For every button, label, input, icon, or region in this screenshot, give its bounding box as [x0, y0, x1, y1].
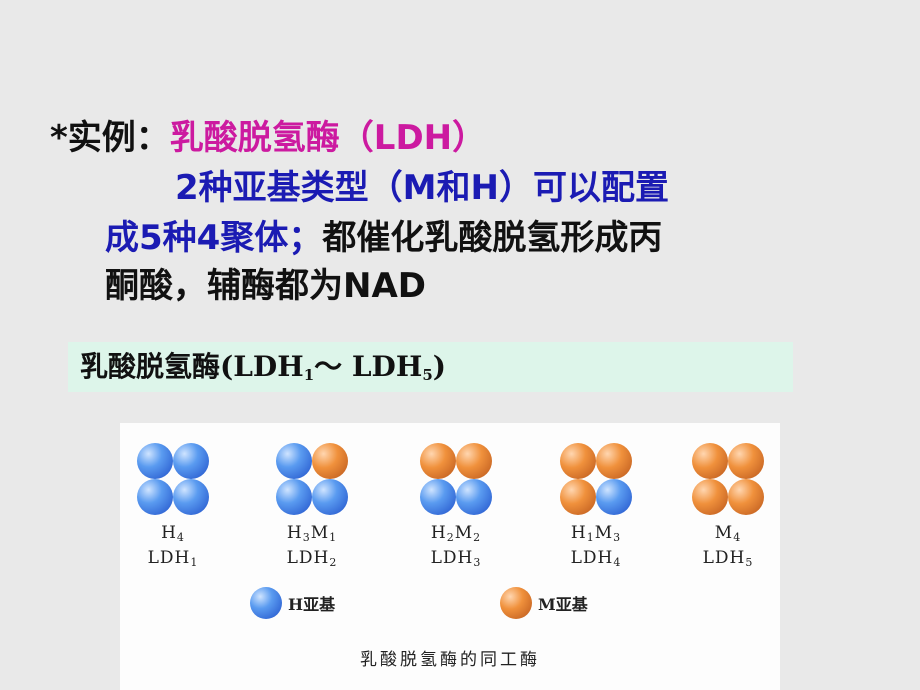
enzyme-name: 乳酸脱氢酶（LDH） — [169, 118, 487, 158]
isozyme-figure: H4 LDH1 H3M1 LDH2 H2M2 LDH3 — [120, 423, 780, 690]
label-ldh: LDH — [702, 548, 746, 568]
m-subunit-sphere — [312, 443, 348, 479]
label-index: 4 — [613, 556, 622, 569]
label-ldh: LDH — [570, 548, 614, 568]
formula-h: H — [570, 523, 587, 543]
m-subunit-sphere — [728, 443, 764, 479]
h-subunit-sphere — [276, 443, 312, 479]
m-subunit-sphere — [456, 443, 492, 479]
m-subunit-label: M亚基 — [538, 595, 588, 614]
isozyme-ldh4: H1M3 LDH4 — [556, 443, 636, 573]
example-label: 实例： — [67, 118, 170, 158]
isozyme-label: LDH3 — [416, 548, 496, 573]
m-subunit-sphere — [692, 443, 728, 479]
m-subunit-sphere — [728, 479, 764, 515]
isozyme-formula: H1M3 — [556, 523, 636, 548]
tetramer-diagram — [560, 443, 632, 515]
isozyme-formula: H3M1 — [272, 523, 352, 548]
h-subunit-swatch — [250, 587, 282, 619]
m-subunit-sphere — [420, 443, 456, 479]
formula-m: M — [714, 523, 734, 543]
h-subunit-sphere — [173, 479, 209, 515]
tetramer-diagram — [137, 443, 209, 515]
label-index: 1 — [190, 556, 199, 569]
h-subunit-label: H亚基 — [288, 595, 336, 614]
h-subunit-sphere — [276, 479, 312, 515]
subtitle-tilde: ～ LDH — [314, 350, 423, 383]
h-subunit-sphere — [420, 479, 456, 515]
formula-m: M — [454, 523, 474, 543]
m-subunit-sphere — [596, 443, 632, 479]
isozyme-ldh3: H2M2 LDH3 — [416, 443, 496, 573]
tetramer-diagram — [276, 443, 348, 515]
isozyme-label: LDH4 — [556, 548, 636, 573]
formula-h-count: 3 — [302, 531, 311, 544]
label-index: 3 — [473, 556, 482, 569]
bullet-star: * — [50, 118, 68, 158]
formula-m-count: 1 — [329, 531, 338, 544]
tetramer-diagram — [420, 443, 492, 515]
legend-m-subunit: M亚基 — [500, 583, 588, 623]
isozyme-label: LDH5 — [688, 548, 768, 573]
formula-h-count: 4 — [176, 531, 185, 544]
tetramer-line: 成5种4聚体；都催化乳酸脱氢形成丙 — [105, 218, 662, 258]
formula-h: H — [161, 523, 177, 543]
formula-m: M — [310, 523, 330, 543]
subtitle-sub5: 5 — [422, 366, 433, 384]
subtitle-suffix: ) — [432, 350, 446, 383]
formula-h-count: 2 — [446, 531, 455, 544]
subtitle-sub1: 1 — [303, 366, 315, 384]
isozyme-ldh2: H3M1 LDH2 — [272, 443, 352, 573]
h-subunit-sphere — [137, 443, 173, 479]
formula-m-count: 4 — [733, 531, 742, 544]
formula-h-count: 1 — [586, 531, 595, 544]
m-subunit-sphere — [560, 479, 596, 515]
example-line: *实例：乳酸脱氢酶（LDH） — [50, 118, 486, 158]
m-subunit-swatch — [500, 587, 532, 619]
h-subunit-sphere — [312, 479, 348, 515]
label-ldh: LDH — [286, 548, 330, 568]
label-index: 2 — [329, 556, 338, 569]
isozyme-label: LDH1 — [133, 548, 213, 573]
tetramer-text: 成5种4聚体； — [105, 218, 323, 258]
h-subunit-sphere — [596, 479, 632, 515]
subunit-line: 2种亚基类型（M和H）可以配置 — [175, 168, 669, 208]
formula-h: H — [430, 523, 447, 543]
formula-m: M — [594, 523, 614, 543]
label-ldh: LDH — [430, 548, 474, 568]
h-subunit-sphere — [137, 479, 173, 515]
isozyme-subtitle: 乳酸脱氢酶(LDH1～ LDH5) — [68, 342, 793, 392]
label-index: 5 — [745, 556, 754, 569]
formula-h: H — [286, 523, 303, 543]
figure-caption: 乳酸脱氢酶的同工酶 — [360, 650, 540, 670]
label-ldh: LDH — [147, 548, 191, 568]
catalysis-text: 都催化乳酸脱氢形成丙 — [322, 218, 663, 258]
isozyme-formula: H2M2 — [416, 523, 496, 548]
isozyme-formula: H4 — [133, 523, 213, 548]
m-subunit-sphere — [560, 443, 596, 479]
isozyme-ldh1: H4 LDH1 — [133, 443, 213, 573]
formula-m-count: 2 — [473, 531, 482, 544]
isozyme-formula: M4 — [688, 523, 768, 548]
isozyme-ldh5: M4 LDH5 — [688, 443, 768, 573]
coenzyme-line: 酮酸，辅酶都为NAD — [105, 266, 426, 306]
subtitle-prefix: 乳酸脱氢酶(LDH — [80, 350, 304, 383]
h-subunit-sphere — [173, 443, 209, 479]
legend-h-subunit: H亚基 — [250, 583, 335, 623]
formula-m-count: 3 — [613, 531, 622, 544]
isozyme-label: LDH2 — [272, 548, 352, 573]
m-subunit-sphere — [692, 479, 728, 515]
h-subunit-sphere — [456, 479, 492, 515]
tetramer-diagram — [692, 443, 764, 515]
